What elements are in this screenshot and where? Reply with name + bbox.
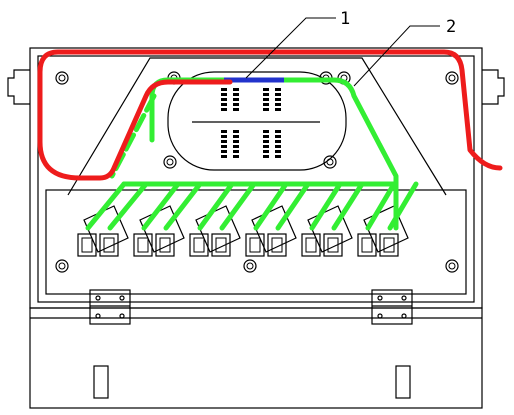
fiber-clip-icon	[275, 130, 281, 133]
fiber-clip-icon	[275, 155, 281, 158]
enclosure-inner	[37, 55, 475, 303]
fiber-clip-icon	[263, 103, 269, 106]
fiber-clip-icon	[275, 98, 281, 101]
latch-icon	[93, 365, 109, 399]
fiber-branch	[387, 181, 419, 231]
fiber-branch	[331, 181, 365, 231]
left-mounting-ear	[7, 69, 30, 105]
fiber-clip-icon	[263, 140, 269, 143]
enclosure-body	[7, 47, 505, 409]
fiber-clip-icon	[233, 88, 239, 91]
callout-1-label: 1	[340, 9, 350, 29]
fiber-clip-icon	[221, 145, 227, 148]
splice-slots	[221, 88, 281, 158]
lid-latches	[93, 365, 411, 399]
fiber-branch	[219, 181, 257, 231]
fiber-clip-icon	[275, 93, 281, 96]
fiber-clip-icon	[275, 103, 281, 106]
fiber-clip-icon	[221, 103, 227, 106]
fiber-clip-icon	[263, 88, 269, 91]
fiber-branch	[365, 181, 397, 231]
fiber-branch	[163, 181, 203, 231]
fiber-clip-icon	[263, 150, 269, 153]
hinge-icon	[371, 289, 413, 325]
fiber-clip-icon	[263, 93, 269, 96]
fiber-clip-icon	[233, 98, 239, 101]
fiber-clip-icon	[275, 88, 281, 91]
callout-2-leader	[353, 25, 440, 87]
fiber-branches	[85, 181, 419, 231]
fiber-clip-icon	[263, 155, 269, 158]
fiber-clip-icon	[233, 108, 239, 111]
hinge-icon	[89, 289, 131, 325]
fiber-clip-icon	[233, 130, 239, 133]
fiber-clip-icon	[275, 135, 281, 138]
adapter-panel	[77, 205, 409, 257]
fiber-clip-icon	[233, 135, 239, 138]
fiber-clip-icon	[263, 130, 269, 133]
fiber-branch	[309, 181, 343, 231]
fiber-clip-icon	[221, 155, 227, 158]
tray-plate-edges	[67, 57, 447, 196]
splice-tray-icon	[167, 71, 347, 171]
screw-icon	[55, 71, 69, 85]
fiber-clip-icon	[221, 93, 227, 96]
adapter-icon	[245, 205, 297, 257]
fiber-clip-icon	[275, 145, 281, 148]
fiber-clip-icon	[275, 108, 281, 111]
callout-1-leader	[245, 17, 336, 79]
fiber-branch	[85, 181, 127, 231]
fiber-clip-icon	[221, 88, 227, 91]
fiber-clip-icon	[275, 140, 281, 143]
screw-icon	[243, 259, 257, 273]
fiber-branch	[275, 181, 311, 231]
fiber-clip-icon	[233, 140, 239, 143]
tray-plate-lower	[45, 189, 467, 295]
fiber-branch	[197, 181, 235, 231]
fiber-clip-icon	[221, 130, 227, 133]
outer-cable	[37, 49, 503, 181]
fiber-clip-icon	[233, 93, 239, 96]
screw-icon	[445, 71, 459, 85]
fiber-clip-icon	[221, 135, 227, 138]
fiber-branch	[107, 181, 149, 231]
adapter-icon	[189, 205, 241, 257]
screw-icon	[445, 259, 459, 273]
fiber-clip-icon	[275, 150, 281, 153]
fiber-clip-icon	[263, 98, 269, 101]
hinges	[89, 289, 413, 325]
adapter-icon	[357, 205, 409, 257]
screw-icon	[55, 259, 69, 273]
fiber-clip-icon	[221, 108, 227, 111]
screw-icon	[323, 155, 337, 169]
fiber-clip-icon	[233, 155, 239, 158]
callout-2-label: 2	[446, 17, 456, 37]
fiber-clip-icon	[263, 145, 269, 148]
fiber-clip-icon	[233, 145, 239, 148]
fiber-clip-icon	[233, 103, 239, 106]
fiber-branch	[141, 181, 181, 231]
fiber-clip-icon	[263, 108, 269, 111]
fiber-clip-icon	[233, 150, 239, 153]
callout-leaders	[245, 17, 440, 87]
front-lid	[29, 307, 483, 409]
right-mounting-ear	[482, 69, 505, 105]
screw-icon	[163, 155, 177, 169]
fiber-clip-icon	[221, 150, 227, 153]
fiber-clip-icon	[263, 135, 269, 138]
fiber-routes	[109, 77, 399, 231]
latch-icon	[395, 365, 411, 399]
fiber-clip-icon	[221, 140, 227, 143]
fiber-branch	[253, 181, 289, 231]
adapter-icon	[301, 205, 353, 257]
fiber-clip-icon	[221, 98, 227, 101]
